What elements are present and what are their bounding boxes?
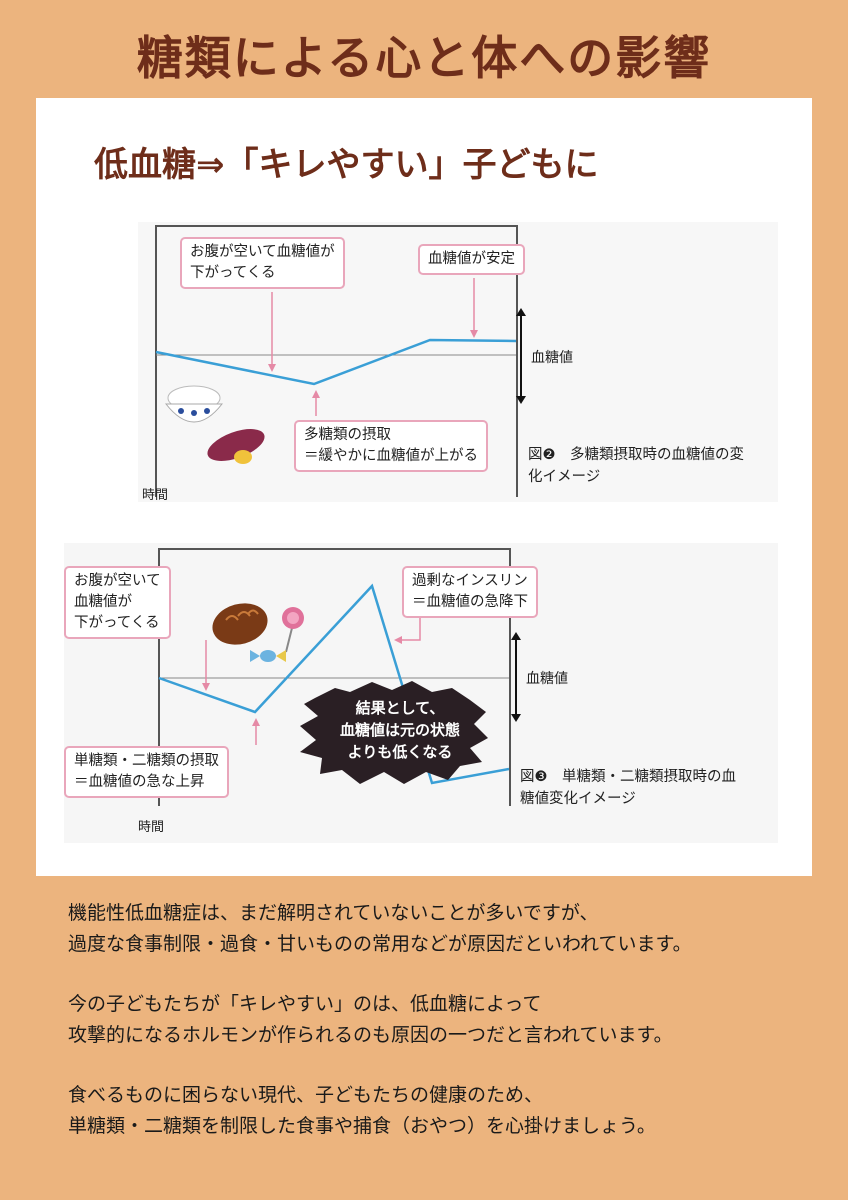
- fig1-right-border: [516, 225, 518, 497]
- fig1-range-arrow-bottom: [516, 396, 526, 404]
- candy-icon: [250, 650, 286, 662]
- fig1-callout-hungry: お腹が空いて血糖値が 下がってくる: [180, 237, 345, 289]
- fig1-arrowhead-up: [312, 390, 320, 398]
- bread-icon: [212, 603, 268, 645]
- paragraph-2: 今の子どもたちが「キレやすい」のは、低血糖によって 攻撃的になるホルモンが作られ…: [68, 993, 673, 1046]
- fig2-callout-simple-sugar: 単糖類・二糖類の摂取 ＝血糖値の急な上昇: [64, 746, 229, 798]
- fig2-top-border: [158, 548, 510, 550]
- fig2-arrowhead-up: [252, 718, 260, 726]
- paragraph-1: 機能性低血糖症は、まだ解明されていないことが多いですが、 過度な食事制限・過食・…: [68, 902, 692, 955]
- fig1-callout-stable: 血糖値が安定: [418, 244, 525, 275]
- fig2-time-label: 時間: [138, 820, 165, 835]
- paragraph-3: 食べるものに困らない現代、子どもたちの健康のため、 単糖類・二糖類を制限した食事…: [68, 1084, 656, 1137]
- subtitle: 低血糖⇒「キレやすい」子どもに: [94, 145, 599, 185]
- fig1-callout-polysaccharide: 多糖類の摂取 ＝緩やかに血糖値が上がる: [294, 420, 488, 472]
- fig2-callout-insulin: 過剰なインスリン ＝血糖値の急降下: [402, 566, 538, 618]
- fig1-arrowhead-left: [268, 364, 276, 372]
- fig2-axis-label: 血糖値: [526, 671, 568, 687]
- result-burst-text: 結果として、 血糖値は元の状態 よりも低くなる: [339, 699, 460, 761]
- fig2-y-axis: [158, 548, 160, 806]
- fig2-arrowhead-insulin: [394, 636, 402, 644]
- fig1-top-border: [155, 225, 517, 227]
- fig2-curve: [158, 583, 510, 785]
- fig2-callout-hungry: お腹が空いて 血糖値が 下がってくる: [64, 566, 171, 639]
- fig1-caption: 図❷ 多糖類摂取時の血糖値の変 化イメージ: [528, 447, 744, 485]
- fig1-time-label: 時間: [142, 488, 169, 503]
- body-text: 機能性低血糖症は、まだ解明されていないことが多いですが、 過度な食事制限・過食・…: [68, 898, 828, 1171]
- fig1-arrowhead-right: [470, 330, 478, 338]
- lollipop-icon: [282, 607, 304, 653]
- result-burst-shape: [300, 681, 488, 784]
- fig2-right-border: [509, 548, 511, 806]
- sweet-potato-icon: [207, 429, 265, 464]
- fig2-arrowhead-left: [202, 683, 210, 691]
- page-title: 糖類による心と体への影響: [136, 31, 712, 85]
- fig2-range-arrow-bottom: [511, 714, 521, 722]
- rice-bowl-icon: [164, 385, 224, 423]
- fig1-range-arrow-top: [516, 308, 526, 316]
- fig1-axis-label: 血糖値: [531, 350, 573, 366]
- fig2-arrow-insulin: [400, 610, 421, 641]
- fig1-curve: [155, 338, 517, 386]
- fig2-caption: 図❸ 単糖類・二糖類摂取時の血 糖値変化イメージ: [520, 769, 736, 807]
- fig1-y-axis: [155, 225, 157, 497]
- fig2-range-arrow-top: [511, 632, 521, 640]
